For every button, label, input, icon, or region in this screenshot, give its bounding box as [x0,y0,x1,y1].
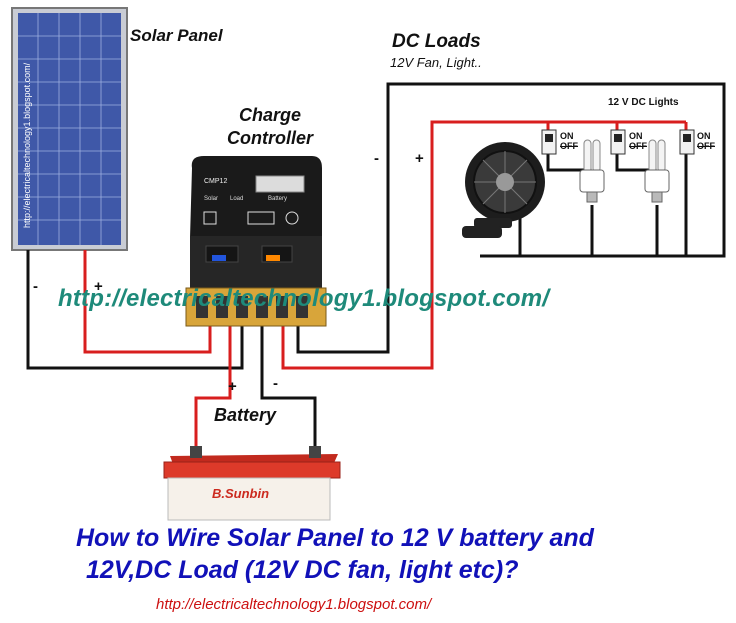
dc-lights-label: 12 V DC Lights [608,97,679,108]
panel-positive-sign: + [94,278,103,295]
solar-panel-label: Solar Panel [130,26,223,45]
dc-fan [462,142,545,238]
controller-screen-load: Load [230,196,244,202]
charge-controller [185,156,327,327]
switch-2-labels: ON OFF [629,131,647,151]
battery-label: Battery [214,405,277,425]
panel-vertical-url: http://electricaltechnology1.blogspot.co… [22,62,32,228]
headline-line2: 12V,DC Load (12V DC fan, light etc)? [86,556,519,584]
switch-3 [679,129,695,155]
footer-url: http://electricaltechnology1.blogspot.co… [156,596,432,613]
charge-controller-line2: Controller [226,128,313,148]
cfl-bulb-1 [579,139,605,203]
switch-1-off: OFF [560,141,578,151]
battery-wires [194,326,317,455]
controller-screen-battery: Battery [268,196,288,202]
panel-negative-sign: - [33,278,38,295]
load-positive-sign: + [415,150,424,167]
solar-panel [11,7,128,251]
controller-screen-solar: Solar [204,196,219,202]
charge-controller-line1: Charge [238,105,301,125]
switch-2-on: ON [629,131,643,141]
battery-negative-sign: - [273,375,278,392]
solar-wires [26,250,244,370]
watermark-url: http://electricaltechnology1.blogspot.co… [58,285,550,312]
switch-2-off: OFF [629,141,647,151]
dc-loads-subtitle: 12V Fan, Light.. [390,55,482,70]
switch-2 [610,129,626,155]
charge-controller-label: Charge Controller [210,104,330,150]
cfl-bulb-2 [644,139,670,203]
controller-model: CMP12 [204,178,228,185]
battery [163,446,341,521]
switch-3-off: OFF [697,141,715,151]
load-negative-sign: - [374,150,379,167]
switch-1-on: ON [560,131,574,141]
battery-brand: B.Sunbin [212,486,270,501]
switch-3-labels: ON OFF [697,131,715,151]
dc-loads-label: DC Loads [392,31,481,52]
switch-1 [541,129,557,155]
battery-positive-sign: + [228,378,237,395]
headline-line1: How to Wire Solar Panel to 12 V battery … [76,524,594,552]
switch-1-labels: ON OFF [560,131,578,151]
switch-3-on: ON [697,131,711,141]
